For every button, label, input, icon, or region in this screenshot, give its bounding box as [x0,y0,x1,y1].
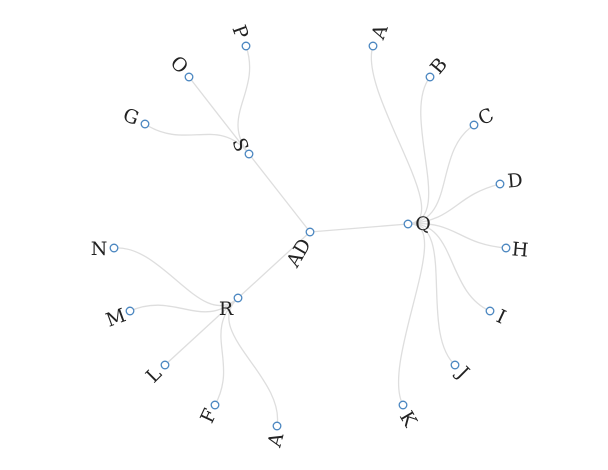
node-circle[interactable] [160,360,170,370]
node-label: A [367,22,393,44]
link-r-f [214,297,239,406]
node-label: P [227,22,252,42]
link-q-c [407,124,475,225]
node-label: K [395,407,422,431]
tree-node-q[interactable]: Q [403,213,431,235]
link-q-i [407,223,491,312]
node-label: I [493,305,509,328]
link-r-m [129,297,239,313]
node-circle[interactable] [241,41,251,51]
node-label: Q [415,213,431,235]
node-circle[interactable] [469,120,479,130]
node-circle[interactable] [403,219,413,229]
link-q-b [407,76,431,225]
node-circle[interactable] [109,243,119,253]
link-q-a1 [370,45,423,225]
tree-node-ad[interactable]: AD [282,227,316,272]
node-circle[interactable] [485,306,495,316]
link-s-g [144,123,250,155]
node-label: M [103,304,129,331]
node-circle[interactable] [495,179,505,189]
link-ad-s [248,153,311,233]
tree-node-l[interactable]: L [142,360,170,387]
tree-node-i[interactable]: I [485,305,509,329]
tree-node-f[interactable]: F [196,400,222,427]
tree-node-a2[interactable]: A [263,421,288,450]
link-r-l [164,297,239,366]
tree-node-c[interactable]: C [469,104,497,130]
node-circle[interactable] [244,149,254,159]
node-label: R [219,298,234,320]
node-circle[interactable] [501,243,511,253]
node-circle[interactable] [368,41,378,51]
node-circle[interactable] [184,72,194,82]
node-circle[interactable] [305,227,315,237]
link-q-j [407,223,456,366]
node-circle[interactable] [398,400,408,410]
node-circle[interactable] [125,306,135,316]
tree-node-g[interactable]: G [120,104,150,130]
link-q-k [397,223,426,406]
tree-node-m[interactable]: M [103,304,135,332]
node-label: G [120,104,142,130]
link-s-o [188,76,250,155]
link-q-d [407,183,501,225]
link-ad-q [309,223,409,233]
node-circle[interactable] [210,400,220,410]
tree-node-b[interactable]: B [425,54,452,82]
node-circle[interactable] [233,293,243,303]
tree-node-k[interactable]: K [395,400,422,431]
tree-node-h[interactable]: H [501,238,529,262]
link-s-p [237,45,251,155]
tree-node-j[interactable]: J [450,360,473,383]
link-r-n [113,247,239,307]
node-circle[interactable] [140,119,150,129]
link-q-h [407,222,507,249]
node-circle[interactable] [425,72,435,82]
tree-node-p[interactable]: P [227,22,253,51]
tree-node-n[interactable]: N [91,238,119,260]
tree-node-r[interactable]: R [219,293,243,320]
node-label: N [91,238,108,260]
tree-node-d[interactable]: D [495,169,524,193]
tree-node-o[interactable]: O [166,52,194,82]
tree-node-a1[interactable]: A [367,22,393,51]
node-circle[interactable] [272,421,282,431]
node-label: F [196,405,222,426]
node-circle[interactable] [450,360,460,370]
tree-links [113,45,507,427]
link-ad-r [237,231,311,299]
node-label: D [506,169,523,192]
node-label: A [263,430,288,450]
node-label: H [511,238,529,261]
link-r-a2 [228,297,279,427]
node-label: AD [282,235,316,272]
